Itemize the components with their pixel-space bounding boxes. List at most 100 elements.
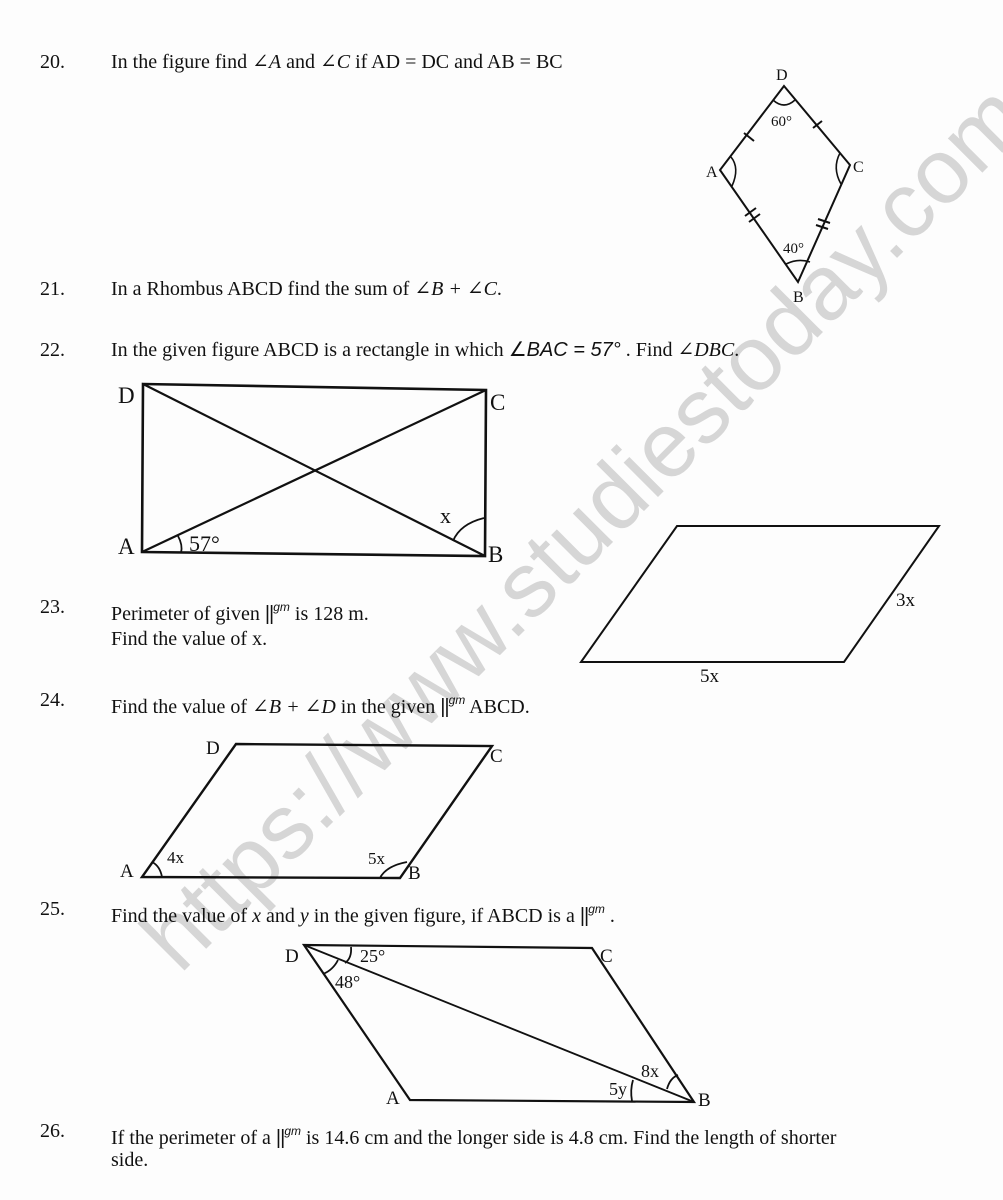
parallelogram-symbol: || <box>264 603 274 625</box>
kite-figure <box>718 84 852 285</box>
text-segment: if AD = DC and AB = BC <box>350 51 563 73</box>
question-25-text: Find the value of x and y in the given f… <box>111 897 615 928</box>
text-segment: is 14.6 cm and the longer side is 4.8 cm… <box>300 1127 837 1149</box>
angle-label-b: x <box>440 503 451 528</box>
text-segment: and <box>281 51 320 73</box>
text-segment: In a Rhombus ABCD find the sum of <box>111 278 415 300</box>
angle-expression: ∠A <box>252 51 282 73</box>
angle-arc-b <box>379 861 408 879</box>
tick-mark <box>815 224 829 230</box>
variable-y: y <box>299 905 309 927</box>
angle-arc-b-bottom <box>630 1079 634 1102</box>
angle-arc-b <box>452 517 485 542</box>
parallelogram-symbol: || <box>275 1127 285 1149</box>
vertex-label-a: A <box>386 1088 400 1109</box>
angle-expression: ∠B + ∠D <box>252 696 336 718</box>
parallelogram-outline <box>139 742 495 880</box>
text-segment: In the given figure ABCD is a rectangle … <box>111 339 509 361</box>
text-segment: . Find <box>620 339 678 361</box>
angle-label-b-bottom: 5y <box>609 1079 627 1099</box>
question-22-text: In the given figure ABCD is a rectangle … <box>111 338 739 362</box>
question-number: 25. <box>40 898 65 920</box>
angle-label-b-top: 8x <box>641 1061 659 1081</box>
question-number: 23. <box>40 596 65 618</box>
gm-superscript: gm <box>273 600 290 614</box>
angle-arc-a <box>151 861 163 878</box>
question-26-line2: side. <box>111 1149 149 1171</box>
vertex-label-d: D <box>776 67 788 84</box>
vertex-label-a: A <box>706 164 718 181</box>
angle-arc-b <box>785 259 811 265</box>
question-20-text: In the figure find ∠A and ∠C if AD = DC … <box>111 50 563 74</box>
parallelogram-symbol: || <box>579 905 589 927</box>
vertex-label-b: B <box>698 1090 711 1111</box>
angle-label-b: 40° <box>783 241 804 257</box>
text-segment: . <box>734 339 740 361</box>
angle-expression: ∠DBC <box>677 339 735 361</box>
angle-expression: ∠C <box>319 51 351 73</box>
tick-mark <box>812 120 823 129</box>
text-segment: in the given figure, if ABCD is a <box>308 905 580 927</box>
question-number: 26. <box>40 1120 65 1142</box>
tick-mark <box>817 218 831 224</box>
text-segment: In the figure find <box>111 51 253 73</box>
text-segment: . <box>496 278 502 300</box>
side-label-short: 3x <box>896 590 916 611</box>
tick-mark <box>744 207 757 217</box>
text-segment: in the given <box>335 696 441 718</box>
text-segment: . <box>604 905 615 927</box>
text-segment: If the perimeter of a <box>111 1127 276 1149</box>
vertex-label-a: A <box>118 534 135 559</box>
tick-mark <box>748 213 761 223</box>
question-21-text: In a Rhombus ABCD find the sum of ∠B + ∠… <box>111 277 502 301</box>
vertex-label-b: B <box>793 289 804 306</box>
angle-arc-d <box>772 99 796 106</box>
text-segment: Perimeter of given <box>111 603 265 625</box>
gm-superscript: gm <box>448 693 466 707</box>
text-segment: Find the value of <box>111 696 253 718</box>
question-26-line1: If the perimeter of a ||gm is 14.6 cm an… <box>111 1119 836 1150</box>
angle-arc-a <box>177 535 183 554</box>
question-24-text: Find the value of ∠B + ∠D in the given |… <box>111 688 530 719</box>
angle-arc-d-bottom <box>322 959 339 975</box>
angle-label-d: 60° <box>771 114 792 130</box>
angle-expression: ∠BAC = 57° <box>508 339 621 361</box>
vertex-label-d: D <box>285 946 299 967</box>
parallelogram-outline <box>579 525 941 663</box>
question-number: 21. <box>40 278 65 300</box>
question-number: 24. <box>40 689 65 711</box>
parallelogram-25-figure <box>301 943 697 1104</box>
angle-label-d-top: 25° <box>360 946 385 966</box>
diagonal-ac <box>141 389 487 553</box>
text-segment: ABCD. <box>465 696 530 718</box>
question-number: 20. <box>40 51 65 73</box>
angle-expression: ∠B + ∠C <box>414 278 497 300</box>
vertex-label-b: B <box>488 542 503 567</box>
text-segment: and <box>260 905 300 927</box>
vertex-label-a: A <box>120 861 134 882</box>
side-label-long: 5x <box>700 666 720 687</box>
vertex-label-b: B <box>408 863 421 884</box>
gm-superscript: gm <box>588 902 605 916</box>
angle-label-b: 5x <box>368 849 386 868</box>
angle-label-d-bottom: 48° <box>335 972 360 992</box>
question-23-line1: Perimeter of given ||gm is 128 m. <box>111 595 369 626</box>
text-segment: Find the value of <box>111 905 253 927</box>
question-23-line2: Find the value of x. <box>111 628 268 650</box>
diagonal-db <box>303 944 695 1103</box>
vertex-label-c: C <box>600 946 613 967</box>
angle-arc-b-top <box>666 1074 679 1090</box>
vertex-label-c: C <box>490 746 503 767</box>
vertex-label-d: D <box>118 383 135 408</box>
text-segment: is 128 m. <box>289 603 369 625</box>
angle-label-a: 4x <box>167 848 185 867</box>
angle-label-a: 57° <box>189 531 220 556</box>
parallelogram-24-figure <box>139 742 495 880</box>
vertex-label-d: D <box>206 738 220 759</box>
tick-mark <box>743 132 755 142</box>
vertex-label-c: C <box>490 390 505 415</box>
question-number: 22. <box>40 339 65 361</box>
parallelogram-symbol: || <box>440 696 449 718</box>
angle-arc-a <box>730 156 737 187</box>
